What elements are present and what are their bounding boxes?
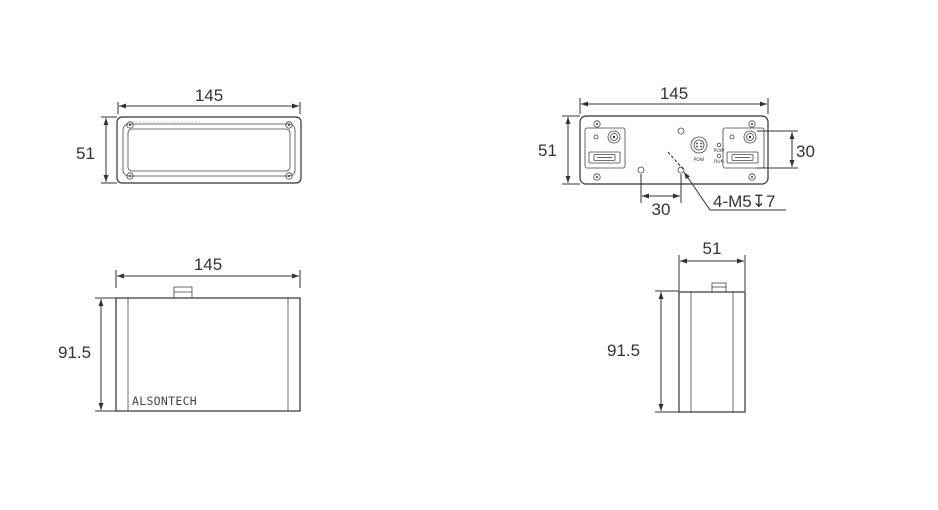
thread-callout-label: 4-M5↧7: [713, 192, 775, 211]
side-view: 51 91.5: [607, 239, 746, 413]
side-housing: [678, 291, 746, 413]
top-housing: [115, 297, 301, 412]
front-height-label: 51: [76, 144, 95, 163]
rear-screw-bottom-right: [748, 173, 756, 181]
rear-height-label: 51: [538, 141, 557, 160]
run-indicator-led: [716, 153, 722, 159]
front-screw-bottom-right: [285, 172, 293, 180]
top-connector-nub: [173, 286, 193, 299]
front-housing: [116, 116, 302, 184]
top-view: 145 91.5 ALSONTECH: [58, 255, 301, 412]
rear-screw-top-right: [748, 120, 756, 128]
front-screw-top-right: [285, 121, 293, 129]
rear-view: 145 51 POW: [538, 84, 815, 219]
side-width-label: 51: [703, 239, 722, 258]
pow-indicator-led: [716, 142, 722, 148]
side-depth-label: 91.5: [607, 341, 640, 360]
rear-mount-hole-left: [637, 166, 645, 174]
rear-left-ethernet-port: [588, 151, 621, 164]
top-width-label: 145: [194, 255, 222, 274]
rear-left-m12-connector: [607, 130, 621, 144]
top-depth-label: 91.5: [58, 343, 91, 362]
side-connector-nub: [711, 282, 727, 293]
front-width-label: 145: [195, 86, 223, 105]
rear-right-connector-plate: [722, 127, 765, 169]
pow-indicator-label: POW: [714, 148, 725, 154]
run-indicator-label: RUN: [714, 159, 724, 165]
connector-spacing-label: 30: [796, 142, 815, 161]
front-screw-top-left: [126, 121, 134, 129]
rear-right-led: [729, 134, 735, 140]
thread-leader-dash: [667, 151, 684, 170]
rear-housing: [579, 115, 769, 185]
brand-label: ALSONTECH: [132, 394, 197, 408]
front-view: 145 51: [76, 86, 302, 184]
rear-width-label: 145: [660, 84, 688, 103]
rear-right-ethernet-port: [726, 151, 759, 164]
front-screw-bottom-left: [126, 172, 134, 180]
thread-leader-line: [683, 171, 711, 211]
pow-connector: [690, 136, 708, 154]
front-window-frame: [122, 123, 296, 177]
rear-left-connector-plate: [584, 127, 626, 169]
hole-spacing-label: 30: [652, 200, 671, 219]
front-window-glass: [127, 128, 291, 172]
rear-right-m12-connector: [743, 130, 757, 144]
rear-mount-hole-right: [677, 166, 685, 174]
rear-left-led: [593, 134, 599, 140]
rear-top-mount-hole: [677, 127, 685, 135]
rear-screw-top-left: [593, 120, 601, 128]
pow-label: POW: [694, 157, 705, 163]
rear-screw-bottom-left: [593, 173, 601, 181]
